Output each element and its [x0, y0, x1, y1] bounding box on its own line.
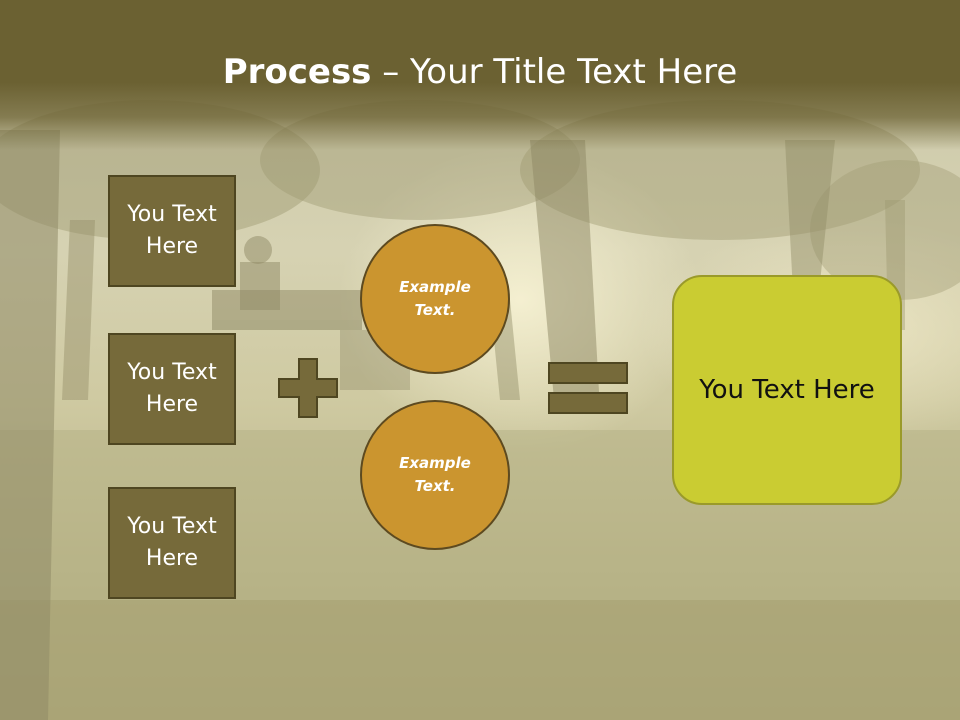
left-text-box-1[interactable]: You Text Here: [108, 175, 236, 287]
example-circle-label: Example Text.: [399, 278, 471, 319]
result-box-label: You Text Here: [699, 375, 875, 405]
plus-icon: [278, 358, 338, 418]
example-circle-2[interactable]: Example Text.: [360, 400, 510, 550]
left-text-box-3[interactable]: You Text Here: [108, 487, 236, 599]
example-circle-label: Example Text.: [399, 454, 471, 495]
equals-icon: [548, 362, 628, 414]
left-text-box-label: You Text Here: [127, 202, 217, 259]
left-text-box-2[interactable]: You Text Here: [108, 333, 236, 445]
title-bar: Process – Your Title Text Here: [0, 0, 960, 150]
example-circle-1[interactable]: Example Text.: [360, 224, 510, 374]
title-rest: – Your Title Text Here: [371, 52, 738, 92]
title-bold: Process: [222, 52, 372, 92]
slide-title: Process – Your Title Text Here: [0, 52, 960, 92]
left-text-box-label: You Text Here: [127, 514, 217, 571]
left-text-box-label: You Text Here: [127, 360, 217, 417]
result-box[interactable]: You Text Here: [672, 275, 902, 505]
